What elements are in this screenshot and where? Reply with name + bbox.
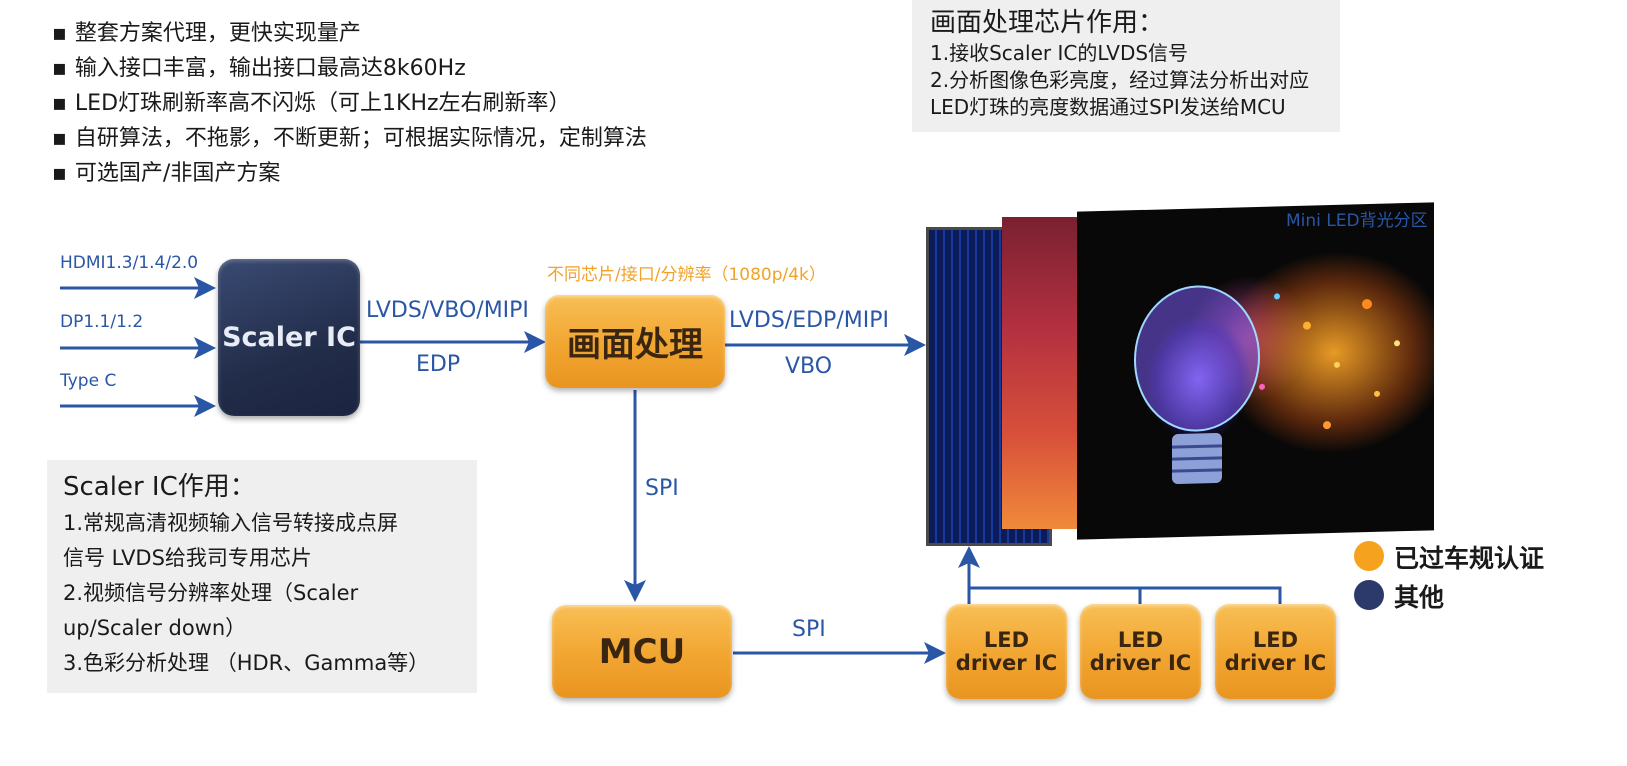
mini-led-label: Mini LED背光分区 (1286, 211, 1428, 231)
legend-label-certified: 已过车规认证 (1394, 544, 1545, 573)
lightbulb-image (1134, 285, 1400, 485)
led-driver-label: LED (983, 627, 1030, 652)
feature-item: 输入接口丰富，输出接口最高达8k60Hz (52, 51, 647, 86)
processing-panel-title: 画面处理芯片作用： (930, 8, 1165, 38)
processing-panel-line: 2.分析图像色彩亮度，经过算法分析出对应 (930, 68, 1310, 92)
led-driver-label: LED (1117, 627, 1164, 652)
scaler-panel-line: 信号 LVDS给我司专用芯片 (63, 546, 312, 570)
scaler-panel-title: Scaler IC作用： (63, 472, 256, 502)
input-label-dp: DP1.1/1.2 (60, 312, 144, 332)
processing-block: 画面处理 (545, 295, 725, 388)
processing-panel-line: LED灯珠的亮度数据通过SPI发送给MCU (930, 95, 1286, 119)
scaler-panel-line: 2.视频信号分辨率处理（Scaler (63, 581, 359, 605)
mcu-label: MCU (598, 631, 686, 672)
link-label-spi-horizontal: SPI (792, 617, 826, 642)
scaler-panel-line: 3.色彩分析处理 （HDR、Gamma等） (63, 651, 430, 675)
mcu-block: MCU (552, 605, 732, 698)
link-label-spi-vertical: SPI (645, 476, 679, 501)
led-driver-ic-block: LED driver IC (1080, 604, 1201, 699)
scaler-ic-block: Scaler IC (218, 259, 360, 416)
display-panel-image (1077, 202, 1434, 540)
feature-item: LED灯珠刷新率高不闪烁（可上1KHz左右刷新率） (52, 86, 647, 121)
link-label-lvds-vbo-mipi: LVDS/VBO/MIPI (366, 298, 529, 323)
legend-label-other: 其他 (1394, 583, 1445, 612)
driver-bus-line (967, 586, 1282, 604)
link-label-lvds-edp-mipi: LVDS/EDP/MIPI (729, 308, 889, 333)
processing-info-panel: 画面处理芯片作用： 1.接收Scaler IC的LVDS信号 2.分析图像色彩亮… (912, 0, 1340, 132)
led-driver-label: driver IC (955, 650, 1058, 675)
scaler-panel-line: 1.常规高清视频输入信号转接成点屏 (63, 511, 399, 535)
input-label-typec: Type C (60, 371, 117, 391)
feature-item: 自研算法，不拖影，不断更新；可根据实际情况，定制算法 (52, 121, 647, 156)
processing-label: 画面处理 (567, 325, 703, 365)
link-label-edp: EDP (416, 352, 461, 377)
scaler-ic-label: Scaler IC (222, 322, 356, 353)
led-driver-label: driver IC (1089, 650, 1192, 675)
processing-note: 不同芯片/接口/分辨率（1080p/4k） (547, 265, 826, 285)
processing-panel-line: 1.接收Scaler IC的LVDS信号 (930, 41, 1189, 65)
mini-led-display-illustration (922, 202, 1437, 546)
scaler-info-panel: Scaler IC作用： 1.常规高清视频输入信号转接成点屏 信号 LVDS给我… (47, 460, 477, 693)
led-driver-ic-block: LED driver IC (1215, 604, 1336, 699)
legend-dot-orange (1354, 541, 1384, 571)
feature-item: 可选国产/非国产方案 (52, 156, 647, 191)
led-driver-label: driver IC (1224, 650, 1327, 675)
led-driver-ic-block: LED driver IC (946, 604, 1067, 699)
scaler-panel-line: up/Scaler down） (63, 616, 247, 640)
link-label-vbo: VBO (785, 354, 833, 379)
feature-item: 整套方案代理，更快实现量产 (52, 16, 647, 51)
input-label-hdmi: HDMI1.3/1.4/2.0 (60, 253, 199, 273)
led-driver-label: LED (1252, 627, 1299, 652)
legend-dot-navy (1354, 580, 1384, 610)
feature-list: 整套方案代理，更快实现量产 输入接口丰富，输出接口最高达8k60Hz LED灯珠… (52, 16, 647, 191)
